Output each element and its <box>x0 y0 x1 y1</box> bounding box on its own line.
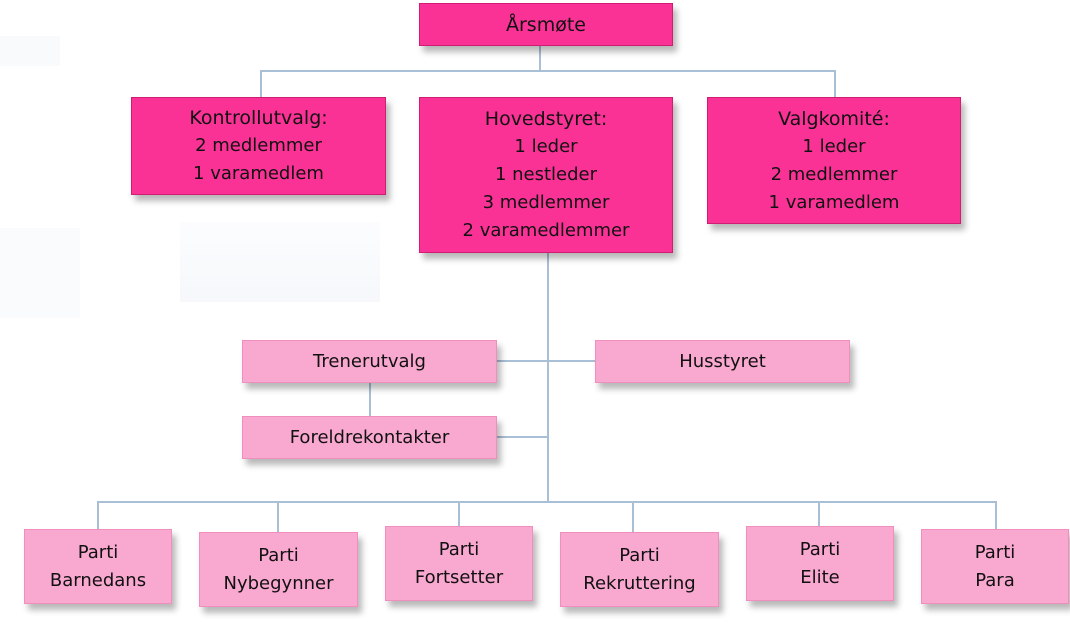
parti-nybegynner-line-1: Parti <box>258 544 299 566</box>
parti-barnedans-line-2: Barnedans <box>49 569 147 591</box>
parti-rekruttering-box: Parti Rekruttering <box>560 532 719 607</box>
husstyret-box: Husstyret <box>595 340 850 383</box>
valgkomite-title: Valgkomité: <box>778 107 890 130</box>
kontrollutvalg-line-2: 1 varamedlem <box>193 163 324 184</box>
parti-fortsetter-box: Parti Fortsetter <box>385 526 533 601</box>
parti-barnedans-box: Parti Barnedans <box>24 529 172 604</box>
connector-foreldre-vertical <box>369 383 371 416</box>
connector-foreldrekontakter <box>497 436 547 438</box>
hovedstyret-line-2: 1 nestleder <box>494 164 598 185</box>
ghost-artifact-3 <box>0 228 80 318</box>
trenerutvalg-box: Trenerutvalg <box>242 340 497 383</box>
valgkomite-line-3: 1 varamedlem <box>768 191 900 213</box>
connector-top-vertical <box>539 46 541 71</box>
connector-trenerutvalg <box>497 360 547 362</box>
arsmote-title: Årsmøte <box>506 13 586 36</box>
connector-left-drop <box>260 70 262 98</box>
connector-parti-drop-2 <box>277 501 279 532</box>
valgkomite-line-2: 2 medlemmer <box>770 163 898 185</box>
valgkomite-line-1: 1 leder <box>802 135 866 157</box>
foreldrekontakter-label: Foreldrekontakter <box>289 426 450 448</box>
parti-elite-box: Parti Elite <box>746 526 894 601</box>
parti-nybegynner-box: Parti Nybegynner <box>199 532 358 607</box>
kontrollutvalg-line-1: 2 medlemmer <box>195 135 322 156</box>
connector-main-vertical <box>547 253 549 503</box>
parti-fortsetter-line-2: Fortsetter <box>414 566 504 588</box>
connector-parti-drop-6 <box>995 501 997 529</box>
connector-parti-drop-4 <box>632 501 634 532</box>
trenerutvalg-label: Trenerutvalg <box>313 350 426 372</box>
parti-barnedans-line-1: Parti <box>77 541 119 563</box>
parti-rekruttering-line-1: Parti <box>619 544 660 566</box>
parti-nybegynner-line-2: Nybegynner <box>223 572 334 594</box>
connector-right-drop <box>834 70 836 98</box>
connector-bottom-horizontal <box>97 501 997 503</box>
hovedstyret-title: Hovedstyret: <box>484 108 608 130</box>
parti-elite-line-2: Elite <box>800 566 840 588</box>
parti-para-line-1: Parti <box>974 541 1016 563</box>
hovedstyret-line-3: 3 medlemmer <box>482 192 610 213</box>
arsmote-box: Årsmøte <box>419 3 673 46</box>
kontrollutvalg-box: Kontrollutvalg: 2 medlemmer 1 varamedlem <box>131 97 386 195</box>
parti-rekruttering-line-2: Rekruttering <box>583 572 696 594</box>
parti-elite-line-1: Parti <box>799 538 841 560</box>
connector-top-horizontal <box>260 70 836 72</box>
connector-parti-drop-3 <box>458 501 460 526</box>
parti-para-box: Parti Para <box>921 529 1069 604</box>
valgkomite-box: Valgkomité: 1 leder 2 medlemmer 1 varame… <box>707 97 961 224</box>
connector-parti-drop-5 <box>818 501 820 526</box>
connector-husstyret <box>549 360 595 362</box>
parti-fortsetter-line-1: Parti <box>438 538 480 560</box>
connector-parti-drop-1 <box>97 501 99 529</box>
husstyret-label: Husstyret <box>679 350 766 372</box>
ghost-artifact-1 <box>180 222 380 302</box>
parti-para-line-2: Para <box>975 569 1015 591</box>
kontrollutvalg-title: Kontrollutvalg: <box>189 107 328 129</box>
hovedstyret-line-1: 1 leder <box>514 136 578 157</box>
hovedstyret-line-4: 2 varamedlemmer <box>462 220 630 241</box>
ghost-artifact-2 <box>0 36 60 66</box>
foreldrekontakter-box: Foreldrekontakter <box>242 416 497 459</box>
hovedstyret-box: Hovedstyret: 1 leder 1 nestleder 3 medle… <box>419 97 673 253</box>
